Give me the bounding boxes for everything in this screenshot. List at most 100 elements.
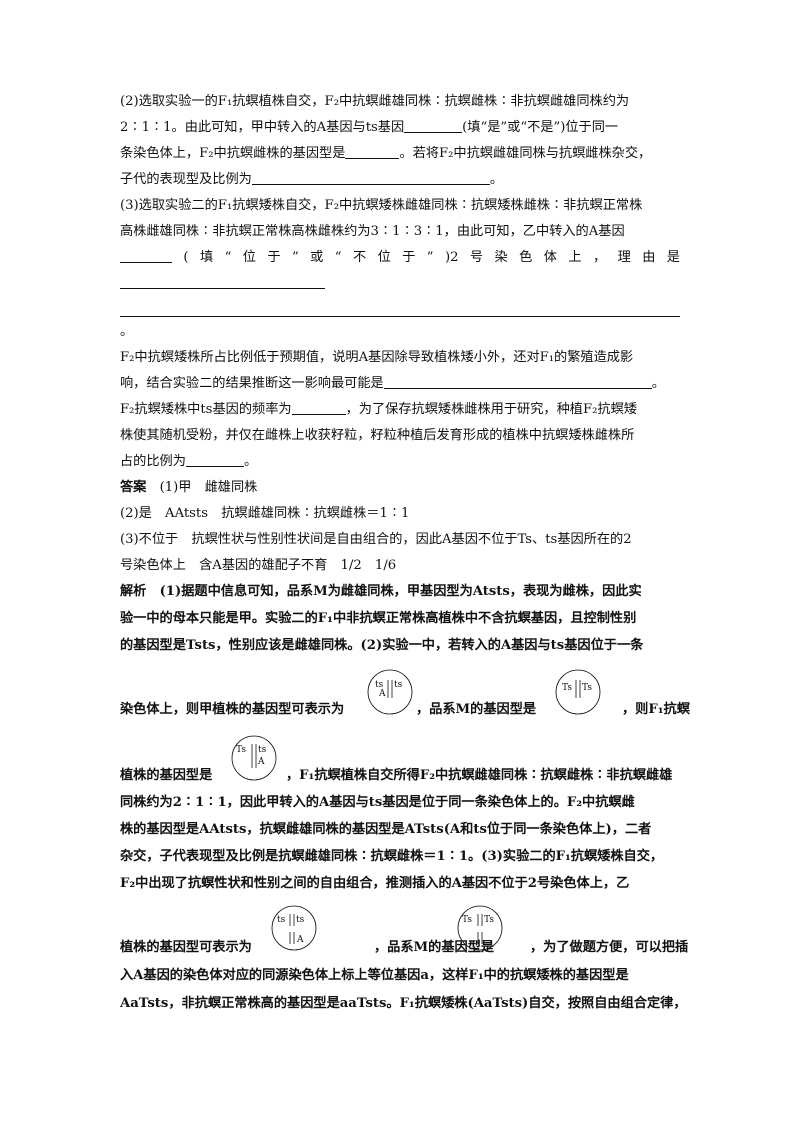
q2-line-4-text: 子代的表现型及比例为 [120,172,252,187]
gene-label: ts [277,915,286,925]
cell-diagram-m: Ts Ts [554,668,602,720]
analysis-p1: (1)据题中信息可知，品系M为雌雄同株，甲基因型为Atsts，表现为雌株，因此实 [159,584,642,599]
answer-blank [251,170,490,185]
q3-line-3-char: 位 [242,250,256,265]
q3-line-3-char: ( [183,250,189,265]
analysis-line-4c: ，则F₁抗螟 [622,702,690,717]
q3-line-3-char: “ [224,250,232,265]
q2-line-4: 子代的表现型及比例为 。 [120,170,503,190]
q3-line-7: F₂抗螟矮株中ts基因的频率为 ，为了保存抗螟矮株雌株用于研究，种植F₂抗螟矮 [120,400,637,420]
analysis-line-7: 株的基因型是AAtsts，抗螟雌雄同株的基因型是ATsts(A和ts位于同一条染… [120,822,652,837]
q3-line-7-tail: ，为了保存抗螟矮株雌株用于研究，种植F₂抗螟矮 [345,402,637,417]
analysis-line-8: 杂交，子代表现型及比例是抗螟雌雄同株∶抗螟雌株＝1∶1。(3)实验二的F₁抗螟矮… [120,849,664,864]
q3-line-6-text: 响，结合实验二的结果推断这一影响最可能是 [120,376,384,391]
q3-line-3-char: ” [426,250,434,265]
q3-line-3-char: 不 [352,250,367,265]
q2-line-2: 2∶1∶1。由此可知，甲中转入的A基因与ts基因 (填“是”或“不是”)位于同一 [120,118,618,138]
q3-line-3-char: 体 [543,250,557,265]
analysis-line-10c: ，为了做题方便，可以把插 [530,940,689,955]
q3-period: 。 [120,324,134,339]
chromosome-cell-icon: Ts ts A [231,735,277,781]
q3-line-6-tail: 。 [651,376,665,391]
cell-diagram-yi: ts ts A [270,904,318,956]
gene-label: Ts [484,915,494,925]
q3-line-3-char: 号 [469,250,484,265]
answer-3-line-1: (3)不位于 抗螟性状与性别性状间是自由组合的，因此A基因不位于Ts、ts基因所… [120,532,632,547]
q2-line-3-tail: 。若将F₂中抗螟雌雄同株与抗螟雌株杂交， [399,146,652,161]
cell-diagram-f1: Ts ts A [230,734,278,786]
cell-diagram-m2: Ts Ts [456,904,504,956]
q2-line-4-tail: 。 [489,172,504,187]
q3-line-3-char: 由 [642,250,656,265]
answer-line [120,316,680,317]
answer-blank [383,374,652,389]
q2-line-2-tail: (填“是”或“不是”)位于同一 [462,120,619,135]
q3-line-3-char: 于 [402,250,416,265]
gene-label: Ts [562,683,572,693]
answer-label: 答案 [120,480,147,495]
analysis-line-11: 入A基因的染色体对应的同源染色体上标上等位基因a，这样F₁中的抗螟矮株的基因型是 [120,968,629,983]
analysis-line-5b: ，F₁抗螟植株自交所得F₂中抗螟雌雄同株∶抗螟雌株∶非抗螟雌雄 [286,768,673,783]
q3-line-3-char: 理 [617,250,631,265]
answer-blank [345,144,400,159]
gene-label: A [296,935,304,945]
q3-line-5: F₂中抗螟矮株所占比例低于预期值，说明A基因除导致植株矮小外，还对F₁的繁殖造成… [120,350,634,365]
q3-line-3-char: 是 [666,250,680,265]
q3-line-3-char: ” [292,250,299,265]
q3-line-3-char: “ [334,250,342,265]
answer-line-1: 答案 (1)甲 雌雄同株 [120,478,257,498]
q3-line-3-char: 染 [494,250,508,265]
q2-line-2-text: 2∶1∶1。由此可知，甲中转入的A基因与ts基因 [120,120,405,135]
q3-line-3-char: 位 [377,250,391,265]
q2-line-3-text: 条染色体上，F₂中抗螟雌株的基因型是 [120,146,346,161]
analysis-line-10a: 植株的基因型可表示为 [120,940,252,955]
q3-line-9: 占的比例为 。 [120,452,257,472]
analysis-line-12: AaTsts，非抗螟正常株高的基因型是aaTsts。F₁抗螟矮株(AaTsts)… [120,996,687,1011]
analysis-label: 解析 [120,584,147,599]
analysis-line-2: 验一中的母本只能是甲。实验二的F₁中非抗螟正常株高植株中不含抗螟基因，且控制性别 [120,611,637,626]
gene-label: ts [296,915,305,925]
q3-line-1: (3)选取实验二的F₁抗螟矮株自交，F₂中抗螟矮株雌雄同株∶抗螟矮株雌株∶非抗螟… [120,198,643,213]
answer-2: (2)是 AAtsts 抗螟雌雄同株∶抗螟雌株＝1∶1 [120,506,410,521]
q3-line-9-text: 占的比例为 [120,454,186,469]
gene-label: Ts [236,745,246,755]
gene-label: A [378,689,386,699]
q3-line-3-char: 色 [519,250,533,265]
analysis-line-3: 的基因型是Tsts，性别应该是雌雄同株。(2)实验一中，若转入的A基因与ts基因… [120,638,644,653]
q2-line-3: 条染色体上，F₂中抗螟雌株的基因型是 。若将F₂中抗螟雌雄同株与抗螟雌株杂交， [120,144,651,164]
chromosome-cell-icon: Ts Ts [555,669,601,715]
q3-line-8: 株使其随机受粉，并仅在雌株上收获籽粒，籽粒种植后发育形成的植株中抗螟矮株雌株所 [120,428,635,443]
analysis-line-5a: 植株的基因型是 [120,768,213,783]
answer-blank [291,400,346,415]
gene-label: Ts [582,683,592,693]
gene-label: ts [394,680,403,690]
answer-3-line-2: 号染色体上 含A基因的雄配子不育 1/2 1/6 [120,558,397,573]
q3-line-3-char: 或 [310,250,324,265]
cell-diagram-jia: ts ts A [366,668,414,720]
q3-line-6: 响，结合实验二的结果推断这一影响最可能是 。 [120,374,665,394]
answer-blank [120,248,172,263]
gene-label: A [257,757,265,767]
analysis-line-6: 同株约为2∶1∶1，因此甲转入的A基因与ts基因是位于同一条染色体上的。F₂中抗… [120,795,635,810]
answer-line [120,288,325,289]
analysis-line-9: F₂中出现了抗螟性状和性别之间的自由组合，推测插入的A基因不位于2号染色体上，乙 [120,876,630,891]
chromosome-cell-icon: Ts Ts [457,905,503,951]
answer-blank [185,452,244,467]
analysis-line-4b: ，品系M的基因型是 [416,702,537,717]
q3-line-3-char: 填 [200,250,214,265]
q2-line-1: (2)选取实验一的F₁抗螟植株自交，F₂中抗螟雌雄同株∶抗螟雌株∶非抗螟雌雄同株… [120,94,630,109]
q3-line-7-text: F₂抗螟矮株中ts基因的频率为 [120,402,292,417]
q3-line-9-tail: 。 [243,454,258,469]
gene-label: ts [375,680,384,690]
q3-line-3-char: 于 [267,250,281,265]
q3-line-2: 高株雌雄同株∶非抗螟正常株高株雌株约为3∶1∶3∶1，由此可知，乙中转入的A基因 [120,224,625,239]
q3-line-3-char: ， [592,250,607,265]
answer-1: (1)甲 雌雄同株 [159,480,258,495]
gene-label: ts [258,745,267,755]
gene-label: Ts [462,915,472,925]
analysis-line-1: 解析 (1)据题中信息可知，品系M为雌雄同株，甲基因型为Atsts，表现为雌株，… [120,582,642,602]
analysis-line-4a: 染色体上，则甲植株的基因型可表示为 [120,702,345,717]
chromosome-cell-icon: ts ts A [367,669,413,715]
